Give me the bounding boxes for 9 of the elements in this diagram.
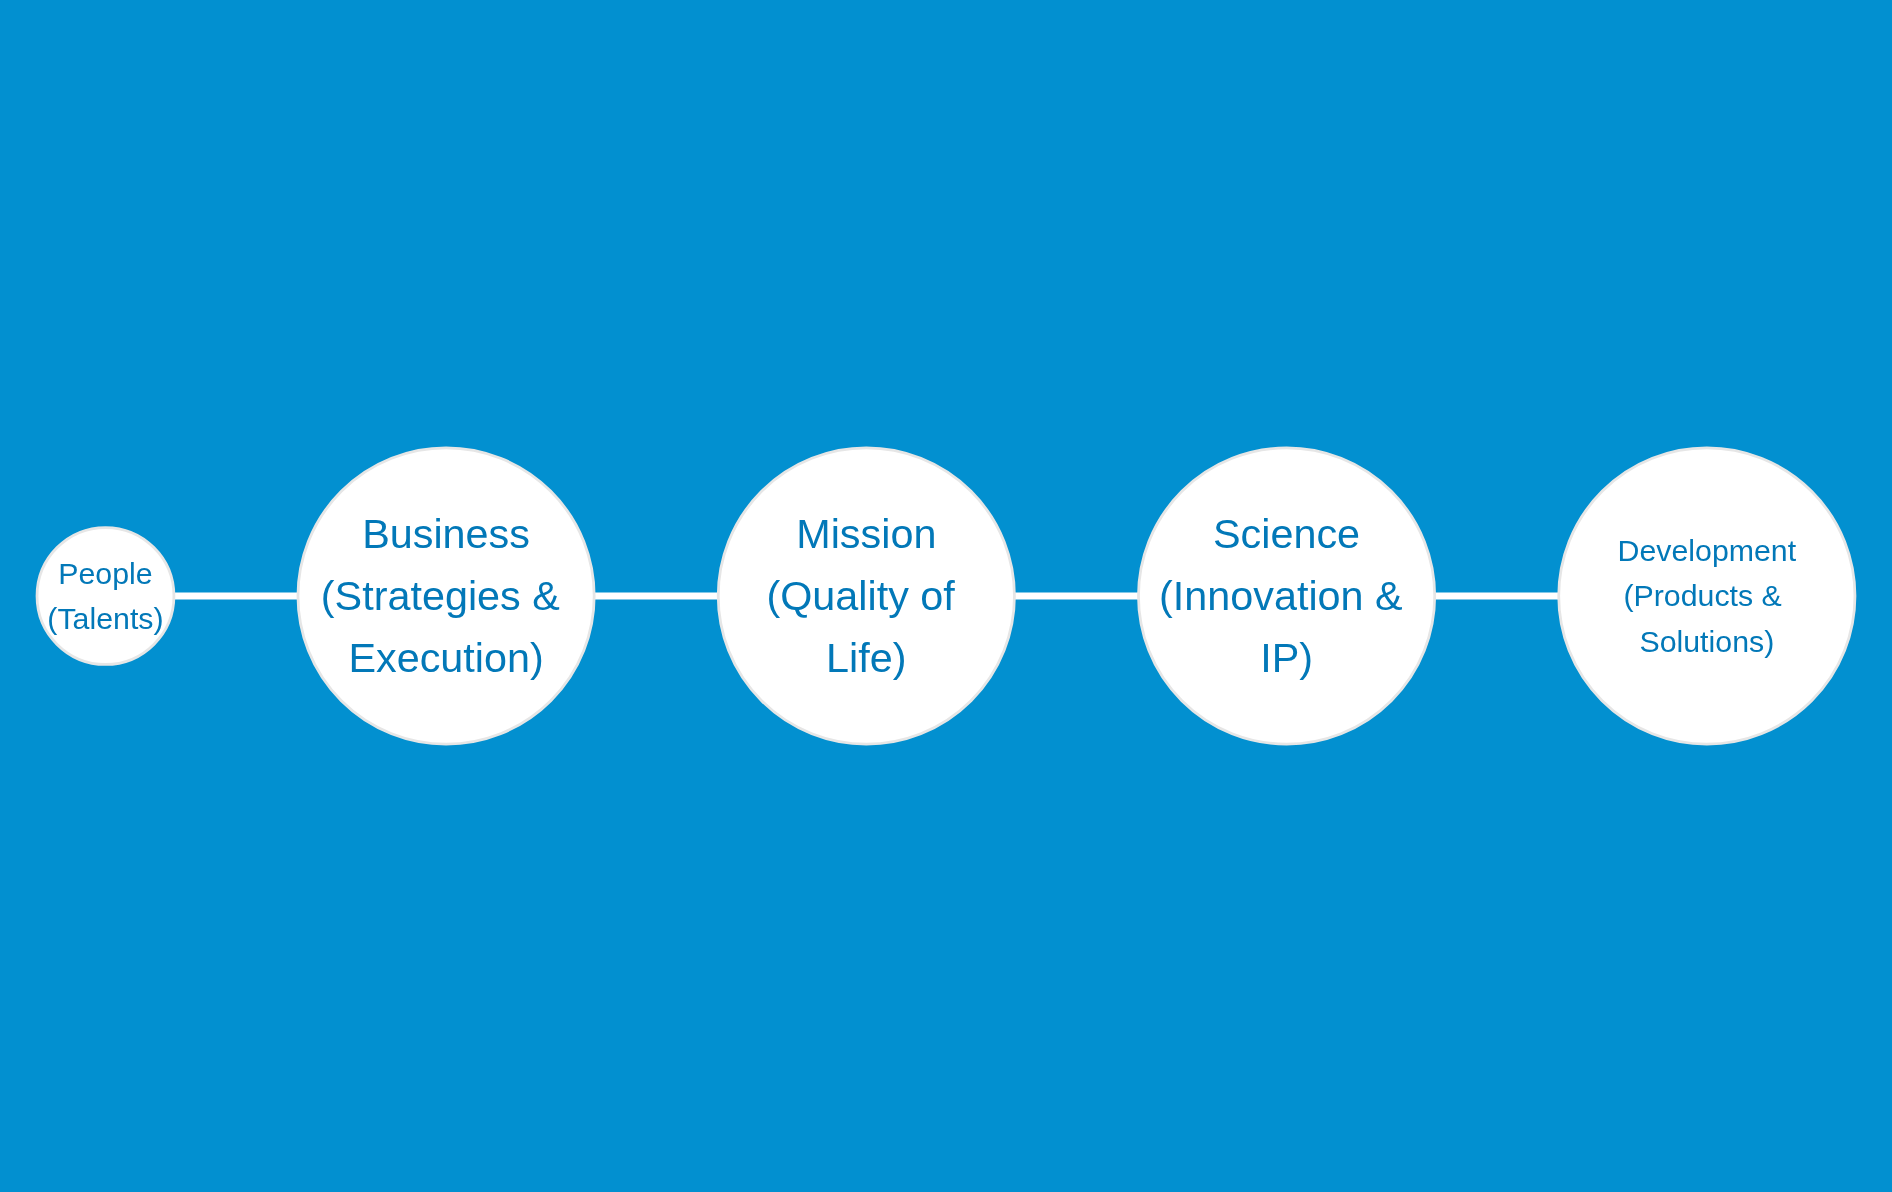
connector bbox=[1014, 592, 1139, 600]
node-circle: Development (Products & Solutions) bbox=[1557, 446, 1857, 746]
node-circle: People (Talents) bbox=[35, 526, 176, 666]
node-circle: Science (Innovation & IP) bbox=[1137, 446, 1437, 746]
node-circle: Business (Strategies & Execution) bbox=[296, 446, 596, 746]
connector bbox=[1434, 592, 1559, 600]
node-circle: Mission (Quality of Life) bbox=[716, 446, 1016, 746]
connector bbox=[173, 592, 298, 600]
connector bbox=[594, 592, 719, 600]
